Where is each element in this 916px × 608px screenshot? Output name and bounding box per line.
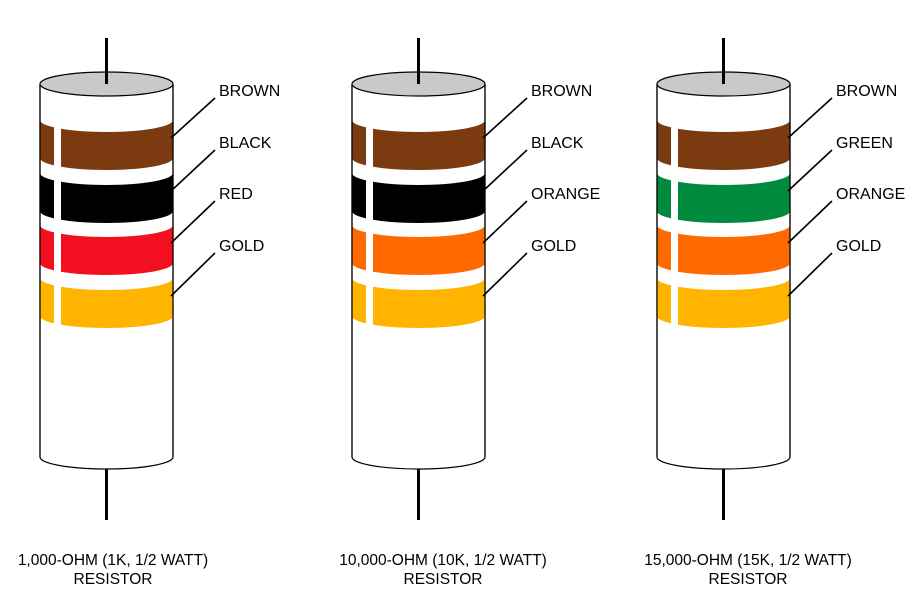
band-label-brown: BROWN: [531, 83, 592, 100]
band-orange: [657, 225, 790, 275]
leader-line: [482, 252, 528, 297]
band-label-black: BLACK: [531, 135, 584, 152]
leader-line: [482, 97, 528, 139]
band-highlight: [366, 277, 373, 329]
leader-line: [787, 97, 833, 139]
leader-line: [170, 149, 216, 192]
resistor-body: [656, 84, 791, 470]
band-gold: [352, 278, 485, 328]
band-brown: [40, 120, 173, 170]
leader-line: [170, 252, 216, 297]
band-highlight: [366, 119, 373, 171]
band-brown: [657, 120, 790, 170]
band-black: [352, 173, 485, 223]
band-label-brown: BROWN: [219, 83, 280, 100]
band-label-brown: BROWN: [836, 83, 897, 100]
band-highlight: [366, 172, 373, 224]
band-orange: [352, 225, 485, 275]
resistor-caption-1: 1,000-OHM (1K, 1/2 WATT) RESISTOR: [0, 551, 243, 589]
band-highlight: [671, 224, 678, 276]
caption-line-2: RESISTOR: [403, 571, 483, 588]
band-label-gold: GOLD: [219, 238, 264, 255]
caption-line-1: 1,000-OHM (1K, 1/2 WATT): [17, 552, 209, 569]
band-highlight: [54, 172, 61, 224]
resistor-3: BROWN GREEN ORANGE GOLD: [656, 38, 905, 520]
leader-line: [170, 200, 216, 244]
leader-line: [482, 200, 528, 244]
band-red: [40, 225, 173, 275]
band-label-gold: GOLD: [531, 238, 576, 255]
resistor-body: [39, 84, 174, 470]
caption-line-2: RESISTOR: [73, 571, 153, 588]
band-label-green: GREEN: [836, 135, 893, 152]
resistor-caption-2: 10,000-OHM (10K, 1/2 WATT) RESISTOR: [313, 551, 573, 589]
band-gold: [40, 278, 173, 328]
band-gold: [657, 278, 790, 328]
band-highlight: [671, 277, 678, 329]
resistor-1: BROWN BLACK RED GOLD: [39, 38, 280, 520]
band-highlight: [671, 119, 678, 171]
band-green: [657, 173, 790, 223]
band-highlight: [54, 224, 61, 276]
leader-line: [482, 149, 528, 192]
band-label-orange: ORANGE: [531, 186, 600, 203]
resistor-caption-3: 15,000-OHM (15K, 1/2 WATT) RESISTOR: [618, 551, 878, 589]
leader-line: [787, 149, 833, 192]
band-black: [40, 173, 173, 223]
leader-line: [787, 200, 833, 244]
band-label-orange: ORANGE: [836, 186, 905, 203]
caption-line-1: 15,000-OHM (15K, 1/2 WATT): [644, 552, 852, 569]
band-highlight: [54, 277, 61, 329]
resistor-body: [351, 84, 486, 470]
leader-line: [170, 97, 216, 139]
band-label-black: BLACK: [219, 135, 272, 152]
band-highlight: [366, 224, 373, 276]
band-highlight: [54, 119, 61, 171]
band-brown: [352, 120, 485, 170]
caption-line-2: RESISTOR: [708, 571, 788, 588]
band-label-red: RED: [219, 186, 253, 203]
band-label-gold: GOLD: [836, 238, 881, 255]
band-highlight: [671, 172, 678, 224]
leader-line: [787, 252, 833, 297]
caption-line-1: 10,000-OHM (10K, 1/2 WATT): [339, 552, 547, 569]
resistor-2: BROWN BLACK ORANGE GOLD: [351, 38, 600, 520]
